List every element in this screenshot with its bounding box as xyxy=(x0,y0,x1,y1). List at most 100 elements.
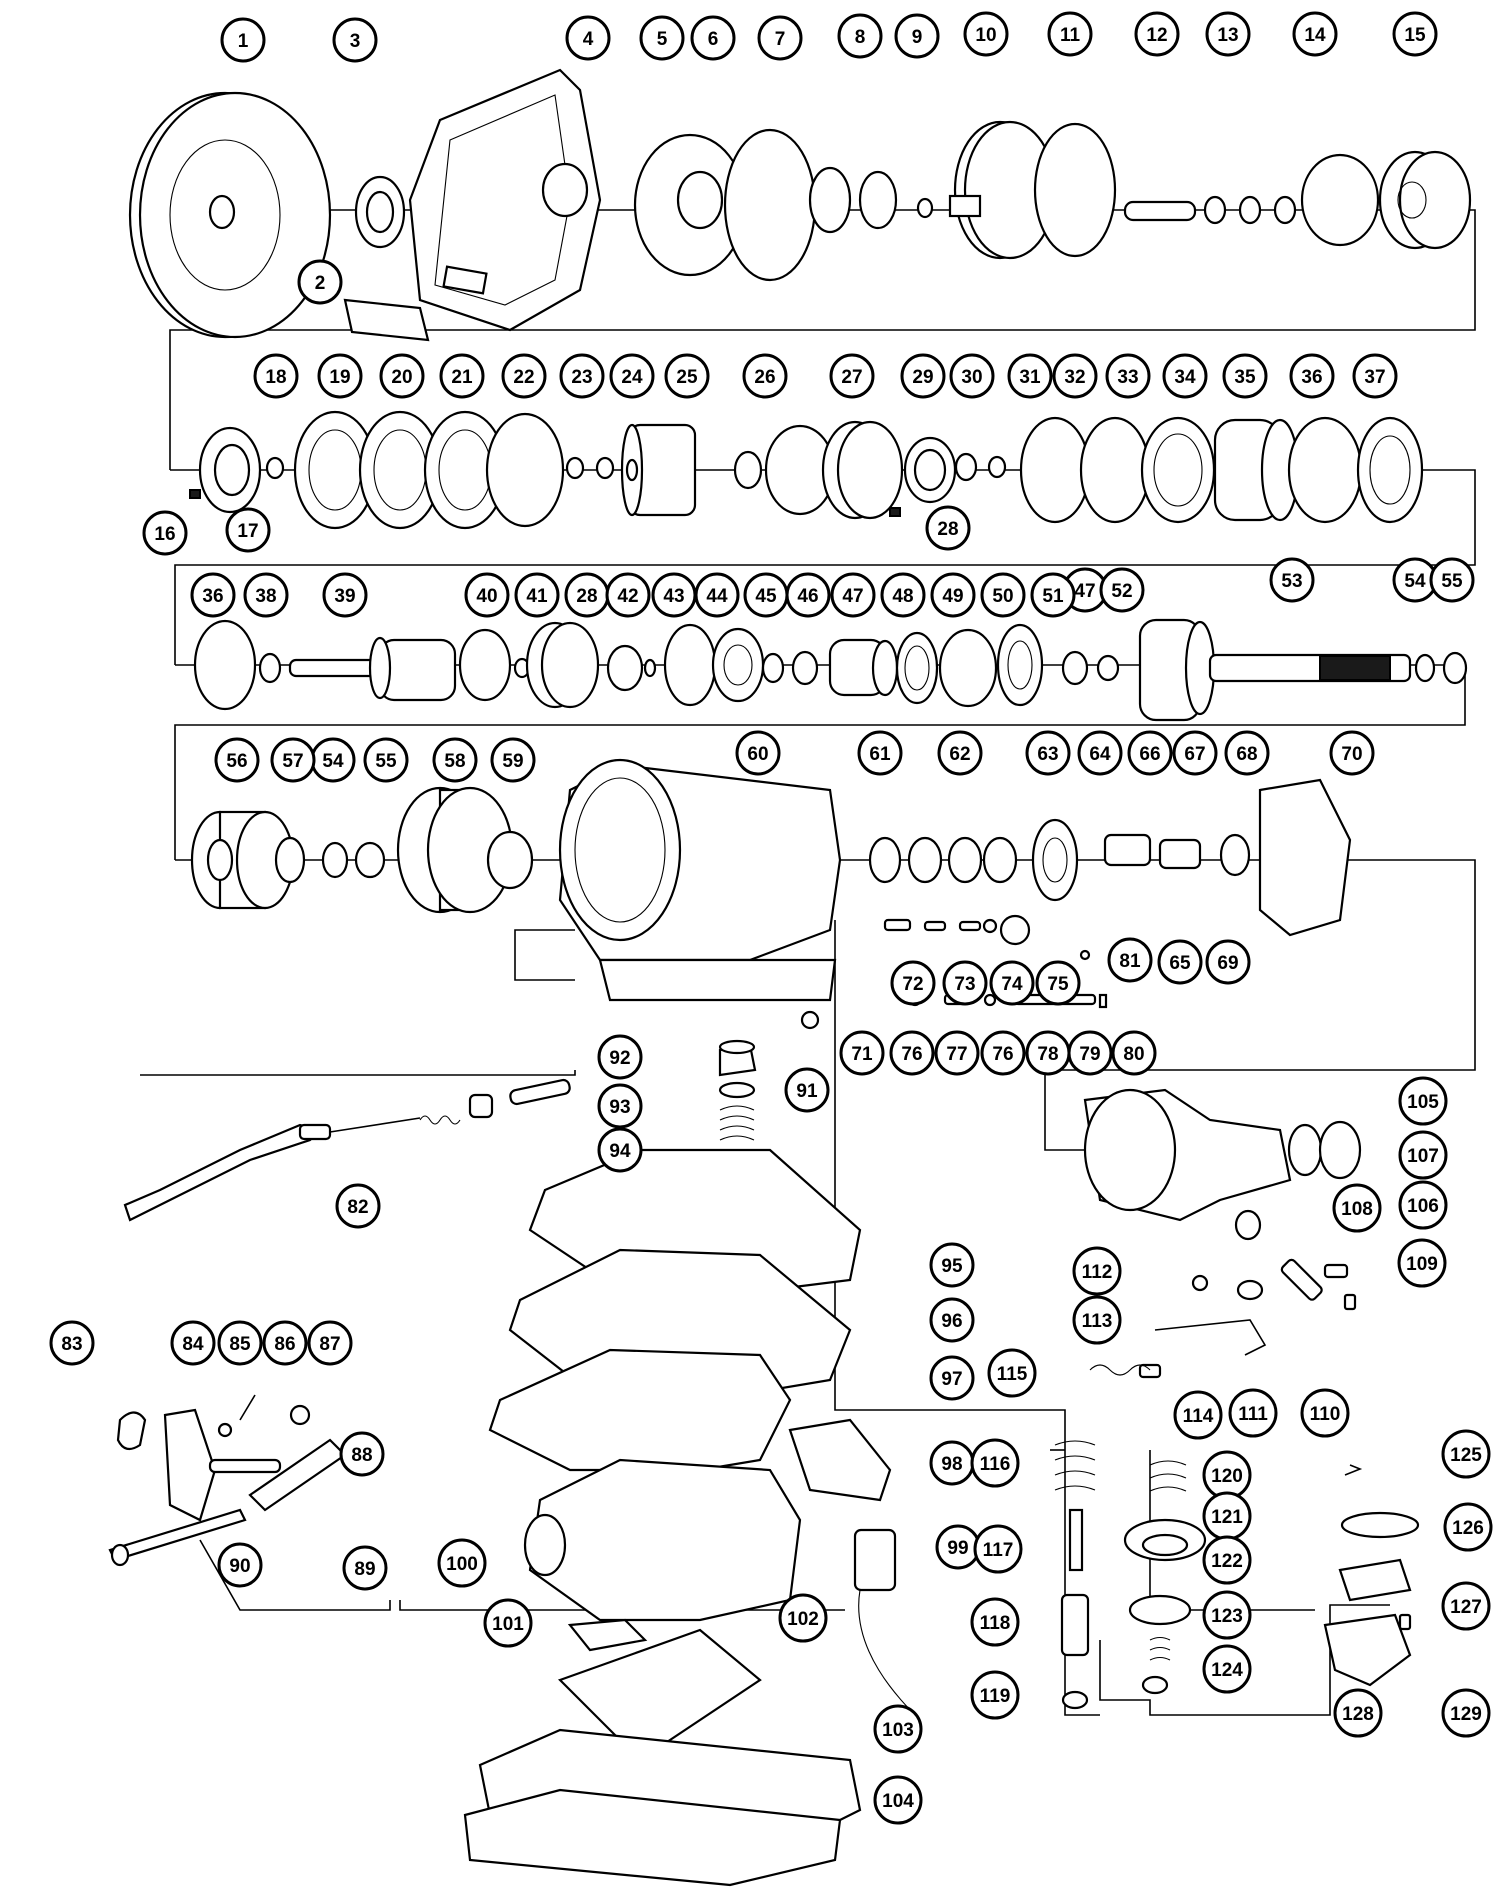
drum-56 xyxy=(190,810,295,910)
callout-14: 14 xyxy=(1292,11,1338,57)
svg-text:127: 127 xyxy=(1450,1597,1482,1618)
callout-39: 39 xyxy=(322,572,368,618)
callout-51: 51 xyxy=(1030,572,1076,618)
callout-85: 85 xyxy=(217,1320,263,1366)
svg-text:118: 118 xyxy=(980,1613,1011,1634)
svg-text:44: 44 xyxy=(706,586,728,607)
svg-text:87: 87 xyxy=(319,1334,340,1355)
washers-13 xyxy=(1203,195,1262,225)
pump-seal-5 xyxy=(633,133,747,277)
callout-95: 95 xyxy=(929,1242,975,1288)
svg-text:21: 21 xyxy=(451,367,473,388)
svg-text:101: 101 xyxy=(492,1614,524,1635)
drum-15 xyxy=(1378,150,1472,250)
svg-text:125: 125 xyxy=(1450,1445,1482,1466)
svg-text:70: 70 xyxy=(1341,744,1362,765)
pan-103-104 xyxy=(463,1728,862,1887)
callout-7: 7 xyxy=(757,15,803,61)
callout-38: 38 xyxy=(243,572,289,618)
callout-50: 50 xyxy=(980,572,1026,618)
bushing-59 xyxy=(486,830,534,890)
callout-56: 56 xyxy=(214,737,260,783)
sun-gear-25 xyxy=(620,423,697,517)
separator-plates-95-97 xyxy=(488,1148,862,1472)
callout-127: 127 xyxy=(1441,1581,1491,1631)
callout-16: 16 xyxy=(142,510,188,556)
callout-5: 5 xyxy=(639,15,685,61)
svg-text:121: 121 xyxy=(1211,1507,1243,1528)
washers-54-55-b xyxy=(321,841,386,879)
svg-text:74: 74 xyxy=(1001,974,1023,995)
svg-text:34: 34 xyxy=(1174,367,1196,388)
svg-text:42: 42 xyxy=(617,586,638,607)
planetary-41 xyxy=(525,621,600,709)
clutch-plates-32-34 xyxy=(1019,416,1216,524)
svg-text:103: 103 xyxy=(882,1720,914,1741)
callout-96: 96 xyxy=(929,1297,975,1343)
svg-text:92: 92 xyxy=(609,1048,630,1069)
callout-120: 120 xyxy=(1202,1450,1252,1500)
svg-text:122: 122 xyxy=(1211,1551,1243,1572)
callout-53: 53 xyxy=(1269,557,1315,603)
seal-rings-62 xyxy=(907,836,1018,884)
callout-66: 66 xyxy=(1127,730,1173,776)
callout-126: 126 xyxy=(1443,1502,1493,1552)
svg-text:63: 63 xyxy=(1037,744,1058,765)
svg-text:17: 17 xyxy=(237,521,258,542)
callout-117: 117 xyxy=(973,1524,1023,1574)
svg-text:99: 99 xyxy=(947,1538,968,1559)
svg-text:58: 58 xyxy=(444,751,465,772)
output-shaft-53 xyxy=(1138,618,1412,722)
callout-100: 100 xyxy=(437,1538,487,1588)
svg-text:79: 79 xyxy=(1079,1044,1100,1065)
callout-2: 2 xyxy=(297,259,343,305)
svg-text:86: 86 xyxy=(274,1334,295,1355)
bearings-40 xyxy=(458,628,531,702)
ring-18 xyxy=(265,456,285,480)
svg-text:24: 24 xyxy=(621,367,643,388)
callout-46: 46 xyxy=(785,572,831,618)
callout-115: 115 xyxy=(987,1348,1037,1398)
svg-text:102: 102 xyxy=(787,1609,819,1630)
svg-text:109: 109 xyxy=(1406,1254,1438,1275)
callout-79: 79 xyxy=(1067,1030,1113,1076)
parts-108-110 xyxy=(1234,1209,1357,1311)
solenoid-99 xyxy=(853,1528,921,1721)
svg-text:113: 113 xyxy=(1082,1311,1113,1332)
callout-55-b: 55 xyxy=(363,737,409,783)
callout-105: 105 xyxy=(1398,1076,1448,1126)
extension-housing-105 xyxy=(1083,1088,1362,1222)
gasket-70 xyxy=(1258,778,1352,937)
callout-36: 36 xyxy=(1289,353,1335,399)
callout-91: 91 xyxy=(784,1067,830,1113)
callout-17: 17 xyxy=(225,507,271,553)
svg-text:29: 29 xyxy=(912,367,933,388)
svg-text:76: 76 xyxy=(901,1044,922,1065)
callout-12: 12 xyxy=(1134,11,1180,57)
screen-101-102 xyxy=(557,1618,762,1762)
callout-33: 33 xyxy=(1105,353,1151,399)
callout-73: 73 xyxy=(942,960,988,1006)
callout-8: 8 xyxy=(837,13,883,59)
svg-text:6: 6 xyxy=(708,29,719,50)
svg-text:47: 47 xyxy=(842,586,863,607)
callout-89: 89 xyxy=(342,1545,388,1591)
callout-61: 61 xyxy=(857,730,903,776)
shift-linkage-83-90 xyxy=(108,1394,347,1567)
svg-text:16: 16 xyxy=(154,524,175,545)
callout-102: 102 xyxy=(778,1593,828,1643)
svg-text:53: 53 xyxy=(1281,571,1302,592)
svg-text:49: 49 xyxy=(942,586,963,607)
callout-37: 37 xyxy=(1352,353,1398,399)
svg-text:96: 96 xyxy=(941,1311,962,1332)
retainer-68 xyxy=(1219,833,1251,877)
callout-63: 63 xyxy=(1025,730,1071,776)
svg-text:98: 98 xyxy=(941,1454,962,1475)
svg-text:20: 20 xyxy=(391,367,412,388)
gear-37 xyxy=(1356,416,1424,524)
svg-text:37: 37 xyxy=(1364,367,1385,388)
callout-68: 68 xyxy=(1224,730,1270,776)
svg-text:83: 83 xyxy=(61,1334,82,1355)
callout-104: 104 xyxy=(873,1775,923,1825)
svg-text:124: 124 xyxy=(1211,1660,1243,1681)
